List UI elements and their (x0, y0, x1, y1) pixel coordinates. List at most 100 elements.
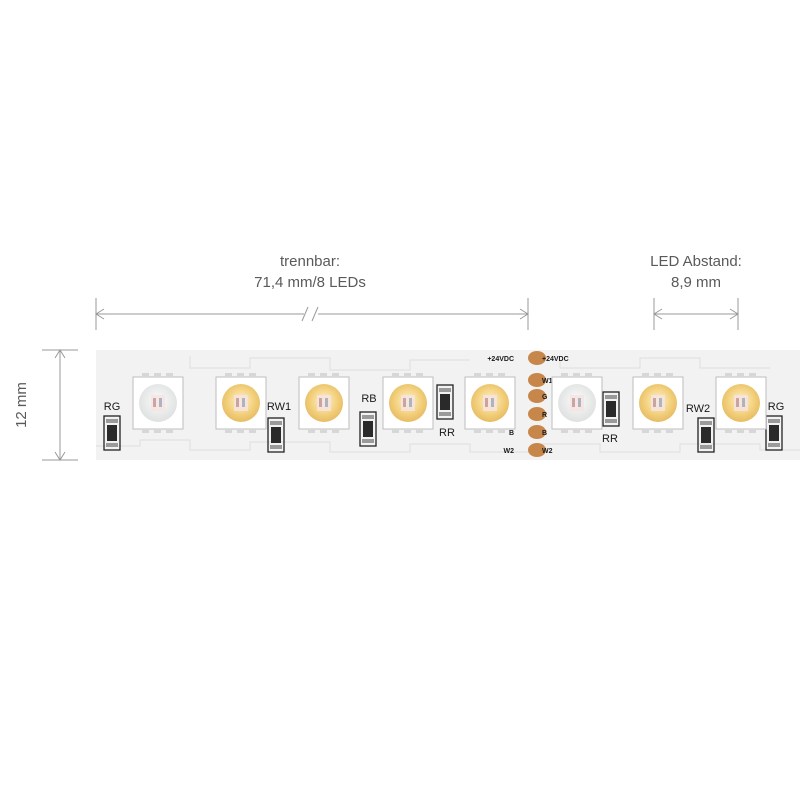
arrowhead-top (54, 349, 66, 359)
led-lead (749, 429, 756, 433)
led-lead (561, 373, 568, 377)
pad-label-right: R (542, 412, 547, 419)
resistor: RR (602, 391, 620, 445)
led-lead (498, 429, 505, 433)
led-lead (737, 373, 744, 377)
led-lead (561, 429, 568, 433)
led-chip (382, 373, 434, 433)
led-lead (725, 429, 732, 433)
strip-width-label: 12 mm (13, 382, 30, 428)
resistor-label: RG (104, 401, 121, 413)
pad-label-left: W2 (504, 448, 515, 455)
led-chip (632, 373, 684, 433)
led-lead (573, 373, 580, 377)
led-lead (142, 373, 149, 377)
resistor-label: RR (439, 427, 455, 439)
led-lead (404, 373, 411, 377)
led-lead (498, 373, 505, 377)
arrowhead-right (729, 308, 739, 320)
led-lead (154, 373, 161, 377)
break-mark (311, 306, 319, 322)
pad-label-right: W1 (542, 378, 553, 385)
copper-pad (528, 407, 546, 421)
led-lead (474, 429, 481, 433)
cut-unit-dimension (95, 298, 529, 330)
led-lead (332, 373, 339, 377)
led-lead (404, 429, 411, 433)
led-lead (308, 429, 315, 433)
led-pitch-title: LED Abstand: (650, 253, 742, 270)
led-lead (249, 429, 256, 433)
led-pitch-dimension (653, 298, 739, 330)
resistor: RG (765, 401, 785, 451)
led-lead (642, 373, 649, 377)
led-lead (573, 429, 580, 433)
led-lead (666, 373, 673, 377)
copper-pad (528, 443, 546, 457)
led-chip (551, 373, 603, 433)
led-lead (725, 373, 732, 377)
led-chip (132, 373, 184, 433)
led-chip (715, 373, 767, 433)
led-chip (464, 373, 516, 433)
resistor-label: RB (361, 393, 376, 405)
led-lead (654, 429, 661, 433)
led-lead (642, 429, 649, 433)
arrowhead-left (653, 308, 663, 320)
led-lead (154, 429, 161, 433)
pad-label-right: +24VDC (542, 356, 569, 363)
led-lead (416, 373, 423, 377)
led-lead (654, 373, 661, 377)
led-lead (486, 373, 493, 377)
led-lead (737, 429, 744, 433)
cut-unit-title: trennbar: (279, 253, 341, 270)
resistor: RW2 (686, 403, 715, 453)
pad-label-left: B (509, 430, 514, 437)
pad-label-left: +24VDC (487, 356, 514, 363)
strip-width-dimension (42, 349, 78, 461)
led-lead (166, 429, 173, 433)
led-lead (320, 429, 327, 433)
led-lead (749, 373, 756, 377)
resistor: RB (359, 393, 377, 447)
arrowhead-left (95, 308, 105, 320)
pad-label-right: W2 (542, 448, 553, 455)
pcb-traces (96, 356, 800, 453)
led-lead (237, 373, 244, 377)
copper-pad (528, 425, 546, 439)
copper-pad (528, 389, 546, 403)
break-mark (301, 306, 309, 322)
led-lead (585, 429, 592, 433)
copper-pad (528, 351, 546, 365)
led-lead (666, 429, 673, 433)
led-lead (249, 373, 256, 377)
cut-unit-value: 71,4 mm/8 LEDs (254, 274, 366, 291)
led-lead (237, 429, 244, 433)
resistor-label: RW2 (686, 403, 710, 415)
led-lead (392, 429, 399, 433)
led-lead (416, 429, 423, 433)
led-chip (215, 373, 267, 433)
pad-label-right: G (542, 394, 548, 401)
led-lead (308, 373, 315, 377)
resistor-label: RR (602, 433, 618, 445)
led-pitch-value: 8,9 mm (670, 274, 721, 291)
copper-pad (528, 373, 546, 387)
led-lead (320, 373, 327, 377)
arrowhead-right (519, 308, 529, 320)
resistor-label: RG (768, 401, 785, 413)
led-lead (225, 373, 232, 377)
pad-label-right: B (542, 430, 547, 437)
arrowhead-bottom (54, 451, 66, 461)
led-lead (585, 373, 592, 377)
resistor: RW1 (267, 401, 291, 453)
led-lead (392, 373, 399, 377)
led-lead (166, 373, 173, 377)
resistor: RG (103, 401, 121, 451)
led-lead (486, 429, 493, 433)
led-lead (225, 429, 232, 433)
resistor: RR (436, 384, 455, 439)
